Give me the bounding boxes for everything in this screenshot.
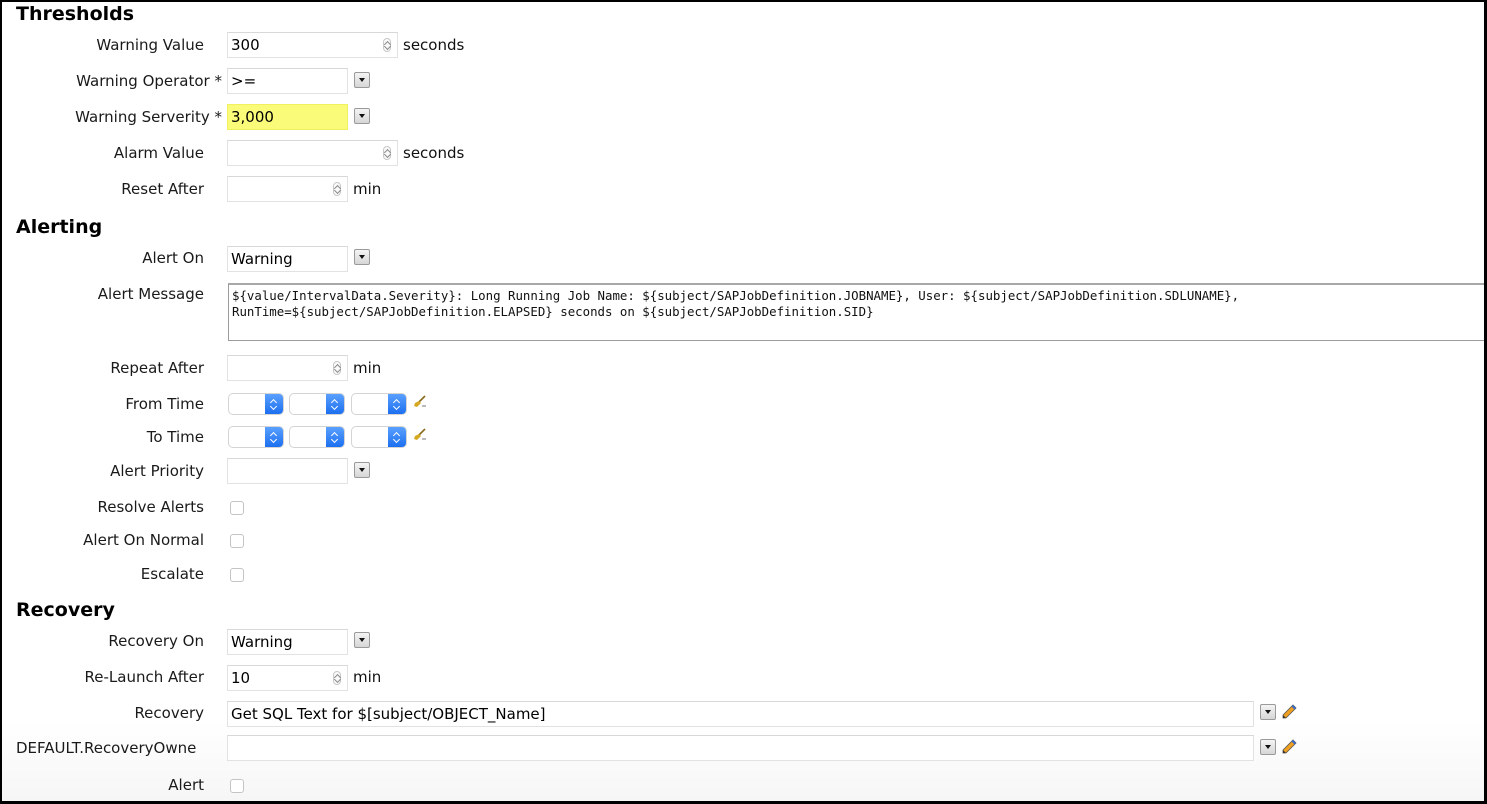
alert-priority-label: Alert Priority xyxy=(110,462,204,480)
repeat-after-label: Repeat After xyxy=(110,359,204,377)
warning-value-text: 300 xyxy=(231,36,260,54)
reset-after-unit: min xyxy=(353,180,382,198)
from-time-label: From Time xyxy=(125,395,204,413)
recovery-owner-select[interactable] xyxy=(227,735,1254,761)
to-time-minute-select[interactable] xyxy=(289,426,345,448)
alarm-value-unit: seconds xyxy=(403,144,465,162)
warning-severity-dropdown-icon[interactable] xyxy=(354,108,370,124)
alert-on-normal-label: Alert On Normal xyxy=(83,531,204,549)
alert-message-label: Alert Message xyxy=(97,285,204,303)
recovery-value: Get SQL Text for $[subject/OBJECT_Name] xyxy=(231,705,546,723)
from-time-second-select[interactable] xyxy=(351,393,407,415)
select-arrows-icon xyxy=(265,394,283,414)
alert-priority-select[interactable] xyxy=(227,458,348,484)
recovery-on-value: Warning xyxy=(231,633,293,651)
alert-on-normal-checkbox[interactable] xyxy=(230,534,244,548)
alert-priority-dropdown-icon[interactable] xyxy=(354,462,370,478)
relaunch-after-text: 10 xyxy=(231,669,251,687)
select-arrows-icon xyxy=(388,394,406,414)
select-arrows-icon xyxy=(326,427,344,447)
alert-checkbox[interactable] xyxy=(230,779,244,793)
warning-operator-value: >= xyxy=(231,72,257,90)
escalate-label: Escalate xyxy=(140,565,204,583)
select-arrows-icon xyxy=(265,427,283,447)
warning-value-input[interactable]: 300 xyxy=(227,32,398,58)
relaunch-after-unit: min xyxy=(353,668,382,686)
to-time-second-select[interactable] xyxy=(351,426,407,448)
from-time-hour-select[interactable] xyxy=(228,393,284,415)
warning-operator-select[interactable]: >= xyxy=(227,68,348,94)
warning-value-label: Warning Value xyxy=(96,36,204,54)
alert-message-textarea[interactable]: ${value/IntervalData.Severity}: Long Run… xyxy=(228,283,1484,341)
warning-value-unit: seconds xyxy=(403,36,465,54)
alert-label: Alert xyxy=(168,776,204,794)
recovery-on-select[interactable]: Warning xyxy=(227,629,348,655)
repeat-after-input[interactable] xyxy=(227,355,348,381)
recovery-owner-label: DEFAULT.RecoveryOwne xyxy=(16,739,197,757)
section-title-thresholds: Thresholds xyxy=(16,3,135,25)
section-title-recovery: Recovery xyxy=(16,599,115,621)
repeat-after-unit: min xyxy=(353,359,382,377)
resolve-alerts-label: Resolve Alerts xyxy=(97,498,204,516)
relaunch-after-label: Re-Launch After xyxy=(84,668,205,686)
to-time-label: To Time xyxy=(146,428,204,446)
stepper-icon[interactable] xyxy=(383,146,391,160)
recovery-on-label: Recovery On xyxy=(108,632,204,650)
warning-severity-select[interactable]: 3,000 xyxy=(227,104,348,130)
stepper-icon[interactable] xyxy=(333,361,341,375)
reset-after-input[interactable] xyxy=(227,176,348,202)
stepper-icon[interactable] xyxy=(333,182,341,196)
section-title-alerting: Alerting xyxy=(16,216,103,238)
warning-operator-label: Warning Operator * xyxy=(76,72,222,90)
recovery-owner-dropdown-icon[interactable] xyxy=(1260,739,1276,755)
to-time-hour-select[interactable] xyxy=(228,426,284,448)
escalate-checkbox[interactable] xyxy=(230,568,244,582)
alarm-value-label: Alarm Value xyxy=(113,144,204,162)
alert-on-value: Warning xyxy=(231,250,293,268)
stepper-icon[interactable] xyxy=(333,671,341,685)
pencil-icon[interactable] xyxy=(1281,704,1297,720)
resolve-alerts-checkbox[interactable] xyxy=(230,501,244,515)
broom-icon[interactable] xyxy=(413,395,427,409)
alert-on-dropdown-icon[interactable] xyxy=(354,249,370,265)
select-arrows-icon xyxy=(388,427,406,447)
relaunch-after-input[interactable]: 10 xyxy=(227,665,348,691)
alert-on-label: Alert On xyxy=(142,249,204,267)
stepper-icon[interactable] xyxy=(383,38,391,52)
broom-icon[interactable] xyxy=(413,428,427,442)
recovery-select[interactable]: Get SQL Text for $[subject/OBJECT_Name] xyxy=(227,701,1254,727)
alert-on-select[interactable]: Warning xyxy=(227,246,348,272)
warning-operator-dropdown-icon[interactable] xyxy=(354,72,370,88)
warning-severity-value: 3,000 xyxy=(231,108,274,126)
reset-after-label: Reset After xyxy=(121,180,204,198)
recovery-label: Recovery xyxy=(134,704,204,722)
recovery-dropdown-icon[interactable] xyxy=(1260,704,1276,720)
alarm-value-input[interactable] xyxy=(227,140,398,166)
select-arrows-icon xyxy=(326,394,344,414)
recovery-on-dropdown-icon[interactable] xyxy=(354,632,370,648)
warning-severity-label: Warning Serverity * xyxy=(75,108,222,126)
pencil-icon[interactable] xyxy=(1281,739,1297,755)
from-time-minute-select[interactable] xyxy=(289,393,345,415)
